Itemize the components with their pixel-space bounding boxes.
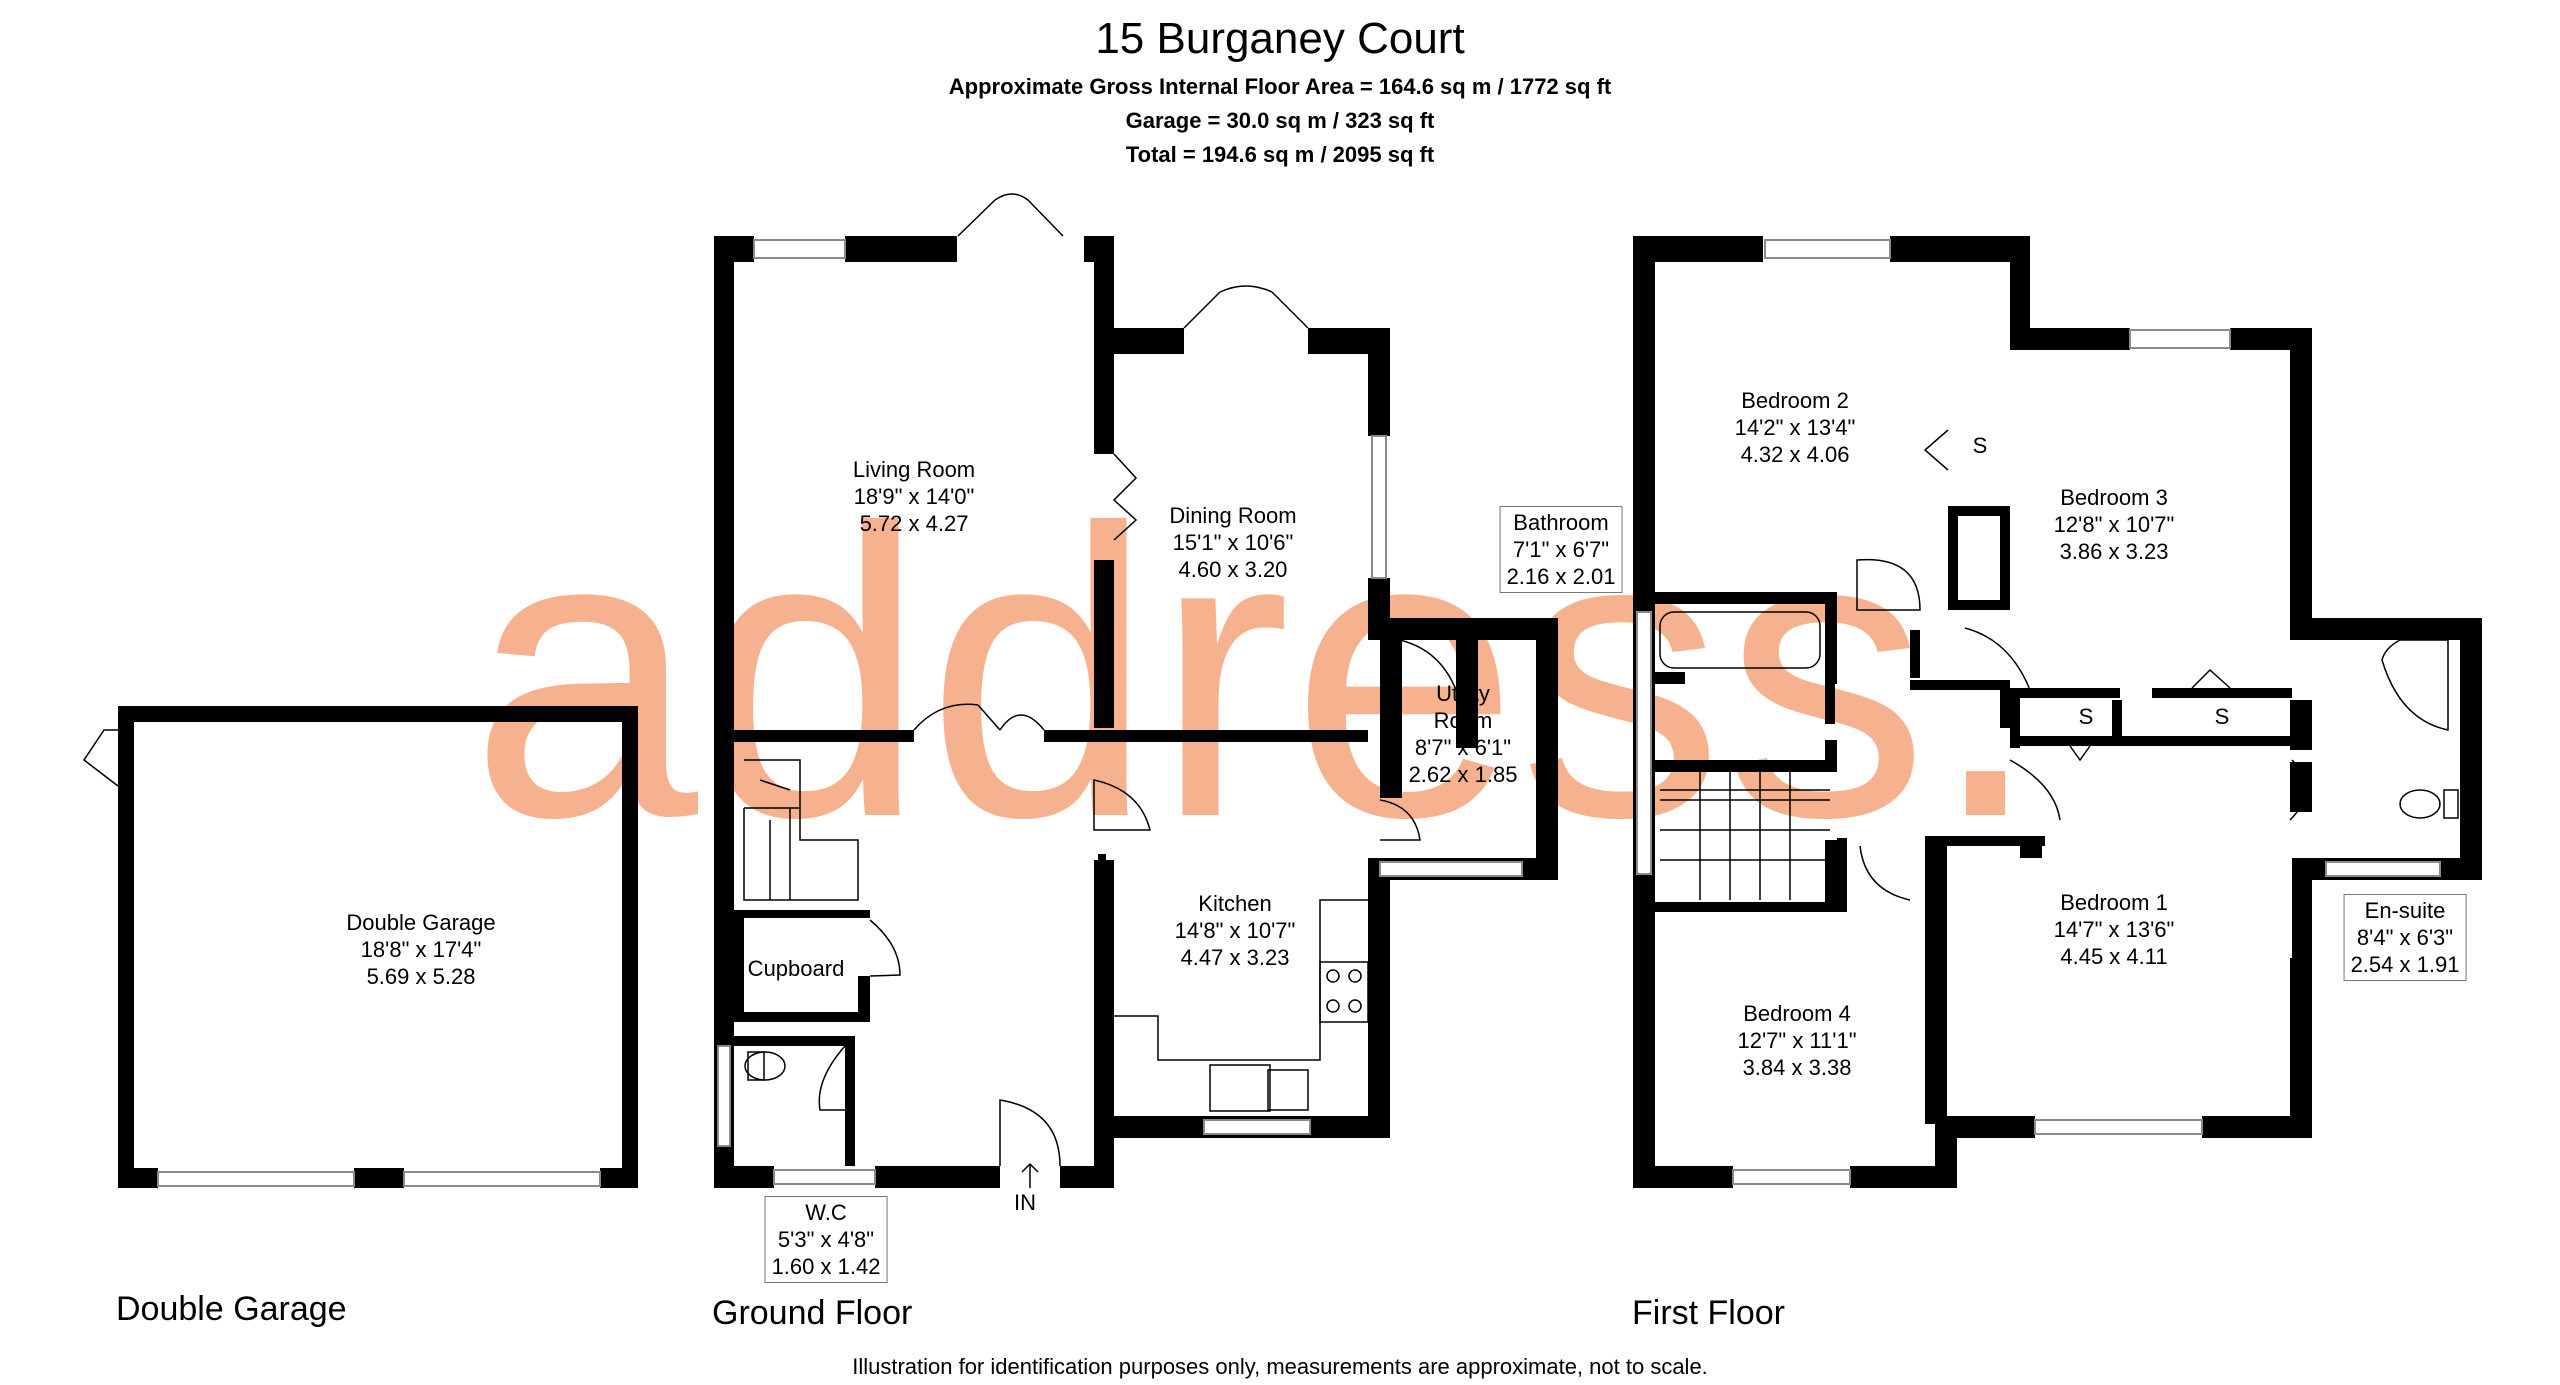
room-wc: W.C 5'3" x 4'8" 1.60 x 1.42 <box>764 1196 888 1283</box>
room-imperial: 14'2" x 13'4" <box>1734 415 1856 440</box>
room-name-line-1: Utility <box>1436 681 1490 706</box>
doors <box>82 193 2459 1167</box>
room-metric: 2.54 x 1.91 <box>2350 952 2460 977</box>
room-name: Bedroom 4 <box>1743 1001 1851 1026</box>
room-imperial: 14'7" x 13'6" <box>2053 917 2175 942</box>
room-utility: Utility Room 8'7" x 6'1" 2.62 x 1.85 <box>1409 680 1518 788</box>
room-name-line-2: Room <box>1433 708 1493 733</box>
room-metric: 1.60 x 1.42 <box>771 1254 881 1279</box>
room-name: Kitchen <box>1198 891 1272 916</box>
disclaimer: Illustration for identification purposes… <box>852 1354 1708 1379</box>
room-metric: 4.45 x 4.11 <box>2060 944 2168 969</box>
room-imperial: 8'4" x 6'3" <box>2356 925 2454 950</box>
room-name: Bedroom 1 <box>2060 890 2168 915</box>
floor-area-line: Approximate Gross Internal Floor Area = … <box>948 74 1612 99</box>
room-imperial: 12'7" x 11'1" <box>1737 1028 1857 1053</box>
room-double-garage: Double Garage 18'8" x 17'4" 5.69 x 5.28 <box>346 909 495 990</box>
storage-marker: S <box>2078 704 2094 729</box>
room-name: Bedroom 3 <box>2060 485 2168 510</box>
room-bedroom-3: Bedroom 3 12'8" x 10'7" 3.86 x 3.23 <box>2054 484 2175 565</box>
room-name: W.C <box>805 1200 847 1225</box>
room-metric: 2.16 x 2.01 <box>1506 564 1616 589</box>
room-bedroom-4: Bedroom 4 12'7" x 11'1" 3.84 x 3.38 <box>1737 1000 1856 1081</box>
windows <box>157 239 2441 1187</box>
room-metric: 3.84 x 3.38 <box>1742 1055 1852 1080</box>
floor-label-first: First Floor <box>1632 1294 1785 1332</box>
room-metric: 4.32 x 4.06 <box>1740 442 1850 467</box>
room-bedroom-1: Bedroom 1 14'7" x 13'6" 4.45 x 4.11 <box>2054 889 2175 970</box>
room-imperial: 5'3" x 4'8" <box>777 1227 875 1252</box>
room-imperial: 15'1" x 10'6" <box>1172 530 1294 555</box>
room-name: Bedroom 2 <box>1741 388 1849 413</box>
room-living-room: Living Room 18'9" x 14'0" 5.72 x 4.27 <box>853 456 975 537</box>
room-metric: 3.86 x 3.23 <box>2059 539 2169 564</box>
entrance-arrow-icon <box>1021 1162 1039 1188</box>
room-kitchen: Kitchen 14'8" x 10'7" 4.47 x 3.23 <box>1175 890 1296 971</box>
room-imperial: 8'7" x 6'1" <box>1414 735 1512 760</box>
entrance-label: IN <box>1014 1190 1036 1215</box>
room-bathroom: Bathroom 7'1" x 6'7" 2.16 x 2.01 <box>1499 506 1623 593</box>
room-name: Living Room <box>852 457 976 482</box>
room-imperial: 7'1" x 6'7" <box>1512 537 1610 562</box>
room-metric: 4.60 x 3.20 <box>1178 557 1288 582</box>
room-name: Double Garage <box>346 910 496 935</box>
room-cupboard: Cupboard <box>748 955 845 982</box>
room-name: Bathroom <box>1513 510 1609 535</box>
room-en-suite: En-suite 8'4" x 6'3" 2.54 x 1.91 <box>2343 894 2467 981</box>
floor-label-ground: Ground Floor <box>712 1294 913 1332</box>
room-imperial: 14'8" x 10'7" <box>1174 918 1296 943</box>
walls <box>118 236 2482 1188</box>
room-metric: 5.69 x 5.28 <box>366 964 476 989</box>
room-metric: 2.62 x 1.85 <box>1408 762 1518 787</box>
property-title: 15 Burganey Court <box>1095 14 1465 63</box>
garage-area-line: Garage = 30.0 sq m / 323 sq ft <box>1125 108 1435 133</box>
storage-marker: S <box>1972 433 1988 458</box>
room-name: Cupboard <box>747 956 845 981</box>
room-dining-room: Dining Room 15'1" x 10'6" 4.60 x 3.20 <box>1169 502 1296 583</box>
room-metric: 5.72 x 4.27 <box>859 511 969 536</box>
room-name: En-suite <box>2364 898 2446 923</box>
total-area-line: Total = 194.6 sq m / 2095 sq ft <box>1125 142 1435 167</box>
room-metric: 4.47 x 3.23 <box>1180 945 1290 970</box>
floor-label-garage: Double Garage <box>116 1290 347 1328</box>
room-imperial: 18'8" x 17'4" <box>360 937 482 962</box>
storage-marker: S <box>2214 704 2230 729</box>
room-imperial: 18'9" x 14'0" <box>853 484 975 509</box>
room-imperial: 12'8" x 10'7" <box>2053 512 2175 537</box>
room-bedroom-2: Bedroom 2 14'2" x 13'4" 4.32 x 4.06 <box>1735 387 1856 468</box>
room-name: Dining Room <box>1169 503 1297 528</box>
